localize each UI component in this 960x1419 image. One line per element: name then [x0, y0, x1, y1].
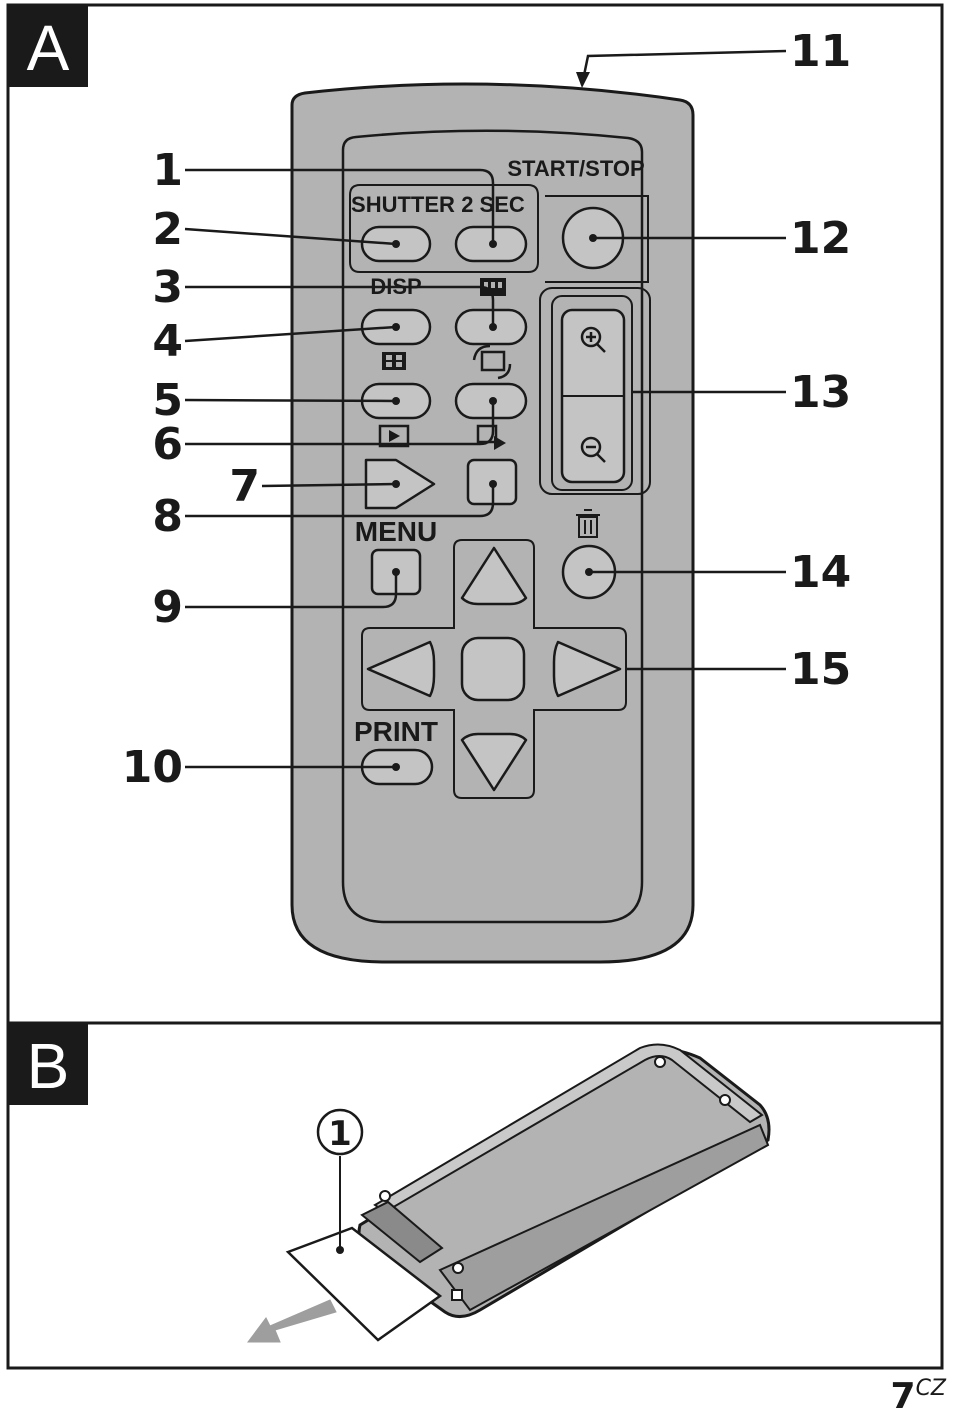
- callout-5: 5: [152, 375, 183, 426]
- print-label: PRINT: [354, 716, 438, 747]
- screw-2: [719, 1094, 731, 1106]
- zoom-in-icon: [580, 326, 606, 353]
- page-number: 7CZ: [891, 1376, 947, 1417]
- callout-circle-1-label: 1: [328, 1114, 352, 1154]
- remote-back-illustration: [357, 1043, 771, 1318]
- callout-4: 4: [152, 316, 183, 367]
- slideshow-icon: [480, 278, 506, 296]
- screw-1: [654, 1056, 666, 1068]
- callout-12: 12: [790, 213, 851, 264]
- callout-3: 3: [152, 262, 183, 313]
- play-icon: [378, 424, 410, 448]
- screw-4: [452, 1262, 464, 1274]
- panel-b-letter: B: [27, 1030, 70, 1102]
- page-number-value: 7: [890, 1376, 916, 1417]
- arrow-up-icon[interactable]: [460, 546, 528, 606]
- callout-10: 10: [122, 742, 183, 793]
- arrow-head-11: [576, 72, 590, 88]
- dpad-outline: [361, 539, 627, 799]
- arrow-right-icon[interactable]: [552, 640, 622, 698]
- page-number-suffix: CZ: [915, 1376, 946, 1401]
- callout-15: 15: [790, 644, 851, 695]
- callout-8: 8: [152, 491, 183, 542]
- shutter-group-outline: [349, 184, 539, 273]
- remote-back-top-edge: [373, 1043, 764, 1214]
- leader-lines: [184, 49, 787, 769]
- pull-direction-arrow: [247, 1299, 337, 1343]
- callout-1: 1: [152, 145, 183, 196]
- battery-slot: [360, 1200, 444, 1264]
- leader-dots: [392, 234, 597, 771]
- start-stop-label: START/STOP: [507, 156, 644, 181]
- trash-icon: [576, 509, 600, 538]
- zoom-out-icon: [580, 436, 606, 463]
- insulation-sheet: [285, 1226, 443, 1342]
- panel-b-badge: [8, 1023, 88, 1105]
- arrow-left-icon[interactable]: [366, 640, 436, 698]
- panel-a-badge: [8, 5, 88, 87]
- callout-7: 7: [229, 461, 260, 512]
- leader-dot-b1: [336, 1246, 344, 1254]
- shutter-label: SHUTTER: [351, 192, 455, 217]
- arrow-down-icon[interactable]: [460, 732, 528, 792]
- callout-11: 11: [790, 26, 851, 77]
- menu-label: MENU: [355, 516, 437, 547]
- callout-2: 2: [152, 204, 183, 255]
- callout-6: 6: [152, 419, 183, 470]
- latch: [451, 1289, 463, 1301]
- screw-3: [379, 1190, 391, 1202]
- rotate-icon: [472, 344, 512, 380]
- index-icon: [382, 352, 406, 370]
- callout-9: 9: [152, 582, 183, 633]
- callout-14: 14: [790, 547, 851, 598]
- callout-circle-1: [316, 1108, 364, 1156]
- callout-13: 13: [790, 367, 851, 418]
- panel-b-frame: [6, 1021, 944, 1370]
- center-button[interactable]: [460, 636, 526, 702]
- panel-a-letter: A: [27, 12, 70, 84]
- remote-control: SHUTTER 2 SEC START/STOP DISP: [290, 82, 695, 964]
